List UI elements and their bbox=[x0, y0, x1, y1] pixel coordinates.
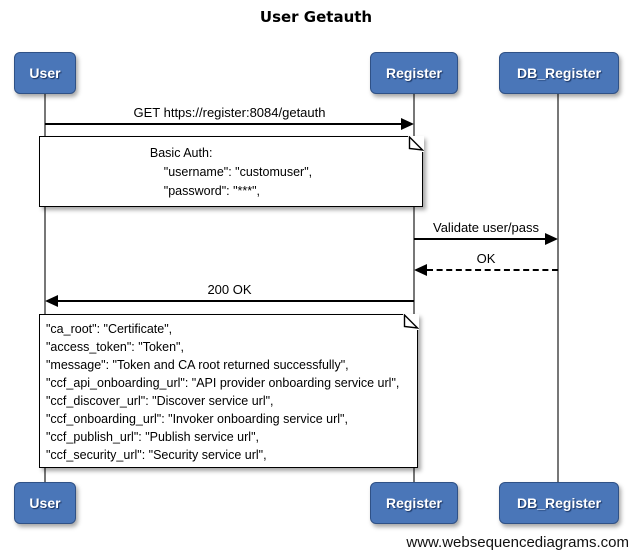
actor-register-label: Register bbox=[385, 65, 443, 81]
message-label-ok: OK bbox=[476, 251, 496, 266]
lifeline-register bbox=[413, 94, 415, 482]
note-line: "password": "***", bbox=[149, 184, 261, 198]
actor-db-register-label: DB_Register bbox=[516, 65, 602, 81]
note-basic-auth: Basic Auth: "username": "customuser", "p… bbox=[39, 135, 424, 207]
note-line: "ca_root": "Certificate", bbox=[46, 322, 173, 336]
note-line: "ccf_security_url": "Security service ur… bbox=[46, 448, 267, 462]
actor-register-top: Register bbox=[370, 52, 458, 94]
note-token-response: "ca_root": "Certificate", "access_token"… bbox=[39, 313, 419, 468]
note-line: "access_token": "Token", bbox=[46, 340, 184, 354]
actor-user-label: User bbox=[29, 65, 61, 81]
note-line: "ccf_discover_url": "Discover service ur… bbox=[46, 394, 274, 408]
arrowhead-left-icon bbox=[414, 264, 427, 276]
actor-register-label: Register bbox=[385, 495, 443, 511]
arrowhead-right-icon bbox=[545, 233, 558, 245]
actor-user-bottom: User bbox=[14, 482, 76, 524]
diagram-title: User Getauth bbox=[259, 8, 373, 26]
note-line: "message": "Token and CA root returned s… bbox=[46, 358, 349, 372]
note-fold-icon bbox=[402, 313, 419, 330]
actor-user-label: User bbox=[29, 495, 61, 511]
note-line: "ccf_publish_url": "Publish service url"… bbox=[46, 430, 259, 444]
arrowhead-left-icon bbox=[45, 295, 58, 307]
note-line: "username": "customuser", bbox=[149, 165, 313, 179]
message-line-3 bbox=[427, 269, 558, 271]
lifeline-user bbox=[44, 94, 46, 482]
note-line: "ccf_api_onboarding_url": "API provider … bbox=[46, 376, 400, 390]
actor-db-register-top: DB_Register bbox=[499, 52, 619, 94]
actor-user-top: User bbox=[14, 52, 76, 94]
message-line-2 bbox=[414, 238, 546, 240]
watermark: www.websequencediagrams.com bbox=[406, 534, 629, 551]
note-line: "ccf_onboarding_url": "Invoker onboardin… bbox=[46, 412, 348, 426]
message-label-validate: Validate user/pass bbox=[433, 220, 539, 235]
message-label-get-getauth: GET https://register:8084/getauth bbox=[133, 105, 326, 120]
message-line-1 bbox=[45, 123, 403, 125]
actor-db-register-label: DB_Register bbox=[516, 495, 602, 511]
note-token-response-text: "ca_root": "Certificate", "access_token"… bbox=[40, 315, 417, 464]
actor-db-register-bottom: DB_Register bbox=[499, 482, 619, 524]
note-line: Basic Auth: bbox=[149, 146, 213, 160]
message-line-4 bbox=[57, 300, 414, 302]
arrowhead-right-icon bbox=[401, 118, 414, 130]
lifeline-db-register bbox=[557, 94, 559, 482]
note-fold-icon bbox=[407, 135, 424, 152]
message-label-200-ok: 200 OK bbox=[207, 282, 252, 297]
actor-register-bottom: Register bbox=[370, 482, 458, 524]
note-basic-auth-text: Basic Auth: "username": "customuser", "p… bbox=[150, 144, 312, 201]
